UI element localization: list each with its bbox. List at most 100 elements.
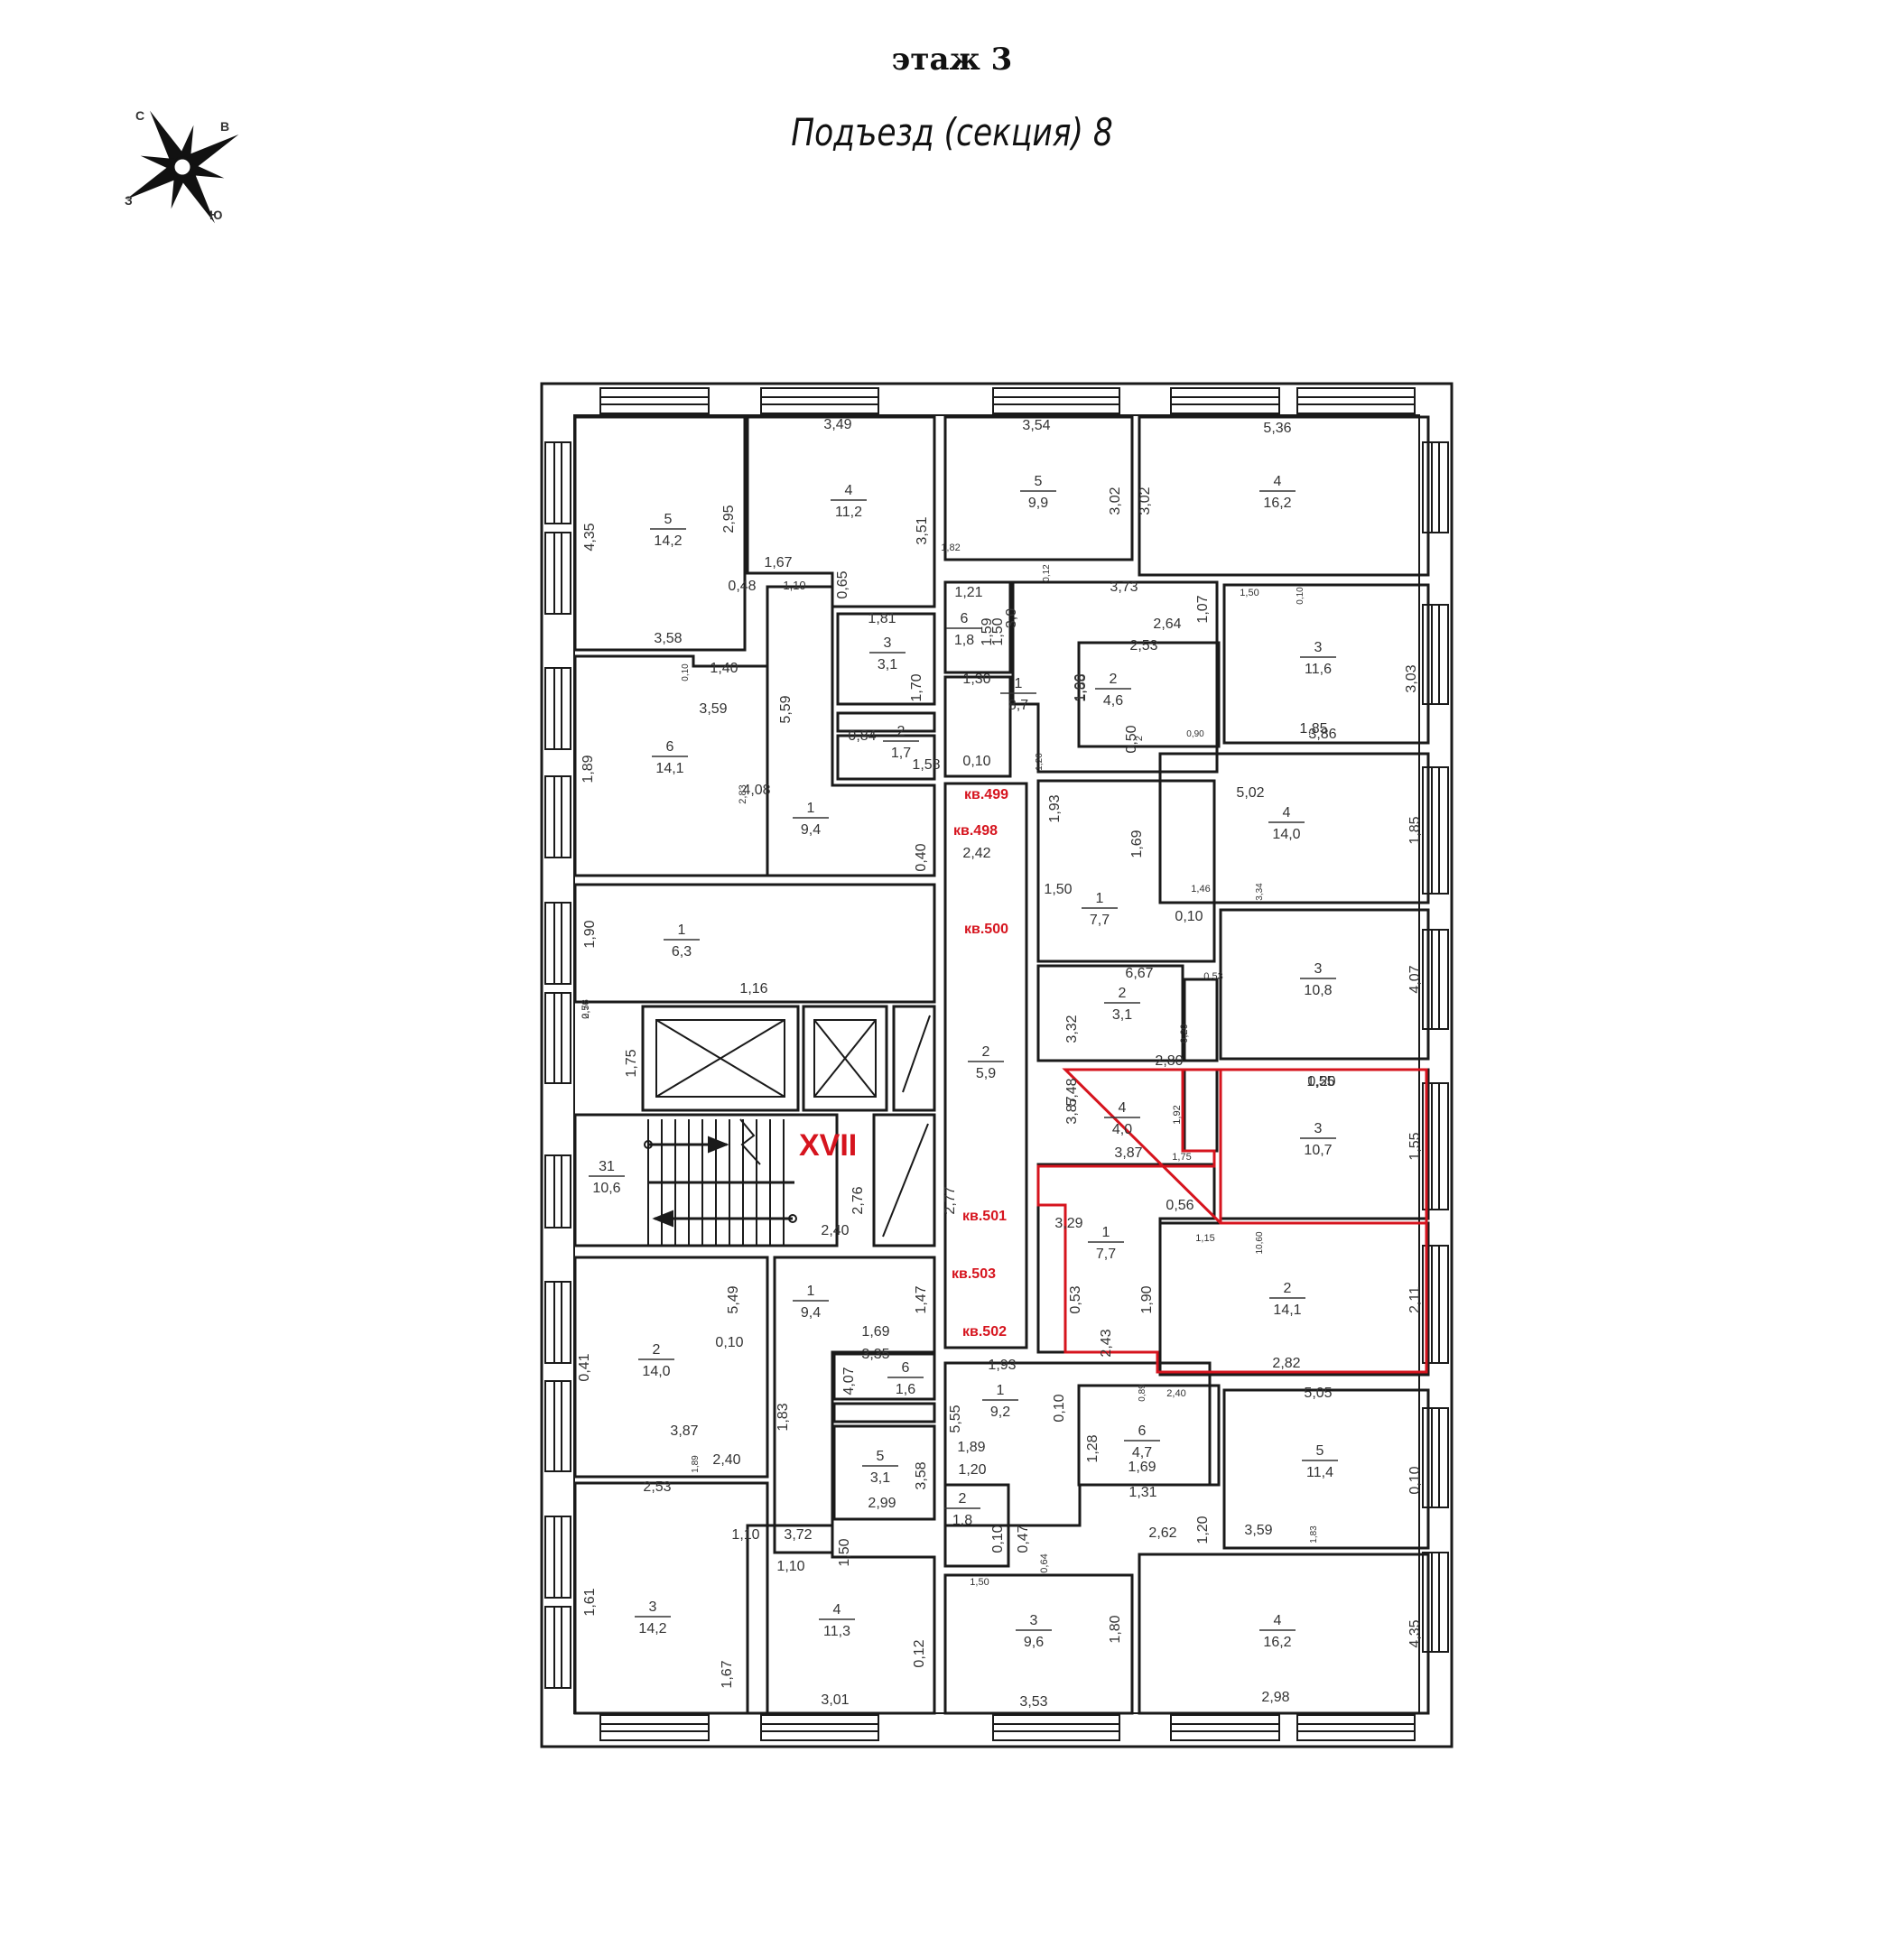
- dimension-label: 2,53: [643, 1479, 671, 1495]
- dimension-label: 5,49: [726, 1285, 741, 1313]
- room-area: 16,2: [1263, 496, 1291, 511]
- dimension-label: 5,05: [1304, 1386, 1332, 1401]
- room-label: 64,7: [1124, 1423, 1160, 1460]
- room-number: 1: [807, 801, 815, 816]
- dimension-label: 0,20: [1307, 1074, 1335, 1089]
- dimension-label: 1,10: [776, 1559, 804, 1574]
- dimension-label: 0,47: [1016, 1525, 1031, 1553]
- room-label: 614,1: [652, 739, 688, 776]
- room-area: 8,7: [1008, 698, 1028, 713]
- room-label: 59,9: [1020, 474, 1056, 511]
- dimension-label: 5,59: [778, 695, 794, 723]
- dimension-label: 0,89: [1138, 1384, 1147, 1402]
- room-number: 5: [1035, 474, 1043, 489]
- dimension-label: 3,87: [1064, 1096, 1080, 1124]
- dimension-label: 2,43: [1099, 1329, 1114, 1357]
- dimension-label: 3,35: [861, 1347, 889, 1362]
- room-label: 21,8: [944, 1491, 980, 1528]
- section-title: Подъезд (секция) 8: [791, 110, 1113, 154]
- room-label: 314,2: [635, 1599, 671, 1636]
- dimension-label: 1,58: [912, 757, 940, 773]
- room-number: 1: [1015, 676, 1023, 691]
- dimension-label: 3,02: [1108, 487, 1123, 515]
- dimension-label: 1,50: [990, 617, 1006, 645]
- room-label: 39,6: [1016, 1613, 1052, 1650]
- room-number: 3: [1030, 1613, 1038, 1628]
- room-label: 33,1: [869, 635, 906, 672]
- dimension-label: 1,55: [1407, 1132, 1423, 1160]
- dimension-label: 4,07: [841, 1367, 857, 1395]
- room-number: 4: [1274, 1613, 1282, 1628]
- dimension-label: 1,31: [1128, 1485, 1156, 1500]
- room-label: 23,1: [1104, 986, 1140, 1023]
- room-number: 1: [1102, 1225, 1110, 1240]
- dimension-label: 1,89: [957, 1440, 985, 1455]
- dimension-label: 1,75: [1172, 1152, 1191, 1163]
- dimension-label: 3,49: [823, 417, 851, 432]
- dimension-label: 0,10: [1052, 1394, 1067, 1422]
- dimension-label: 3,03: [1404, 664, 1419, 692]
- room-area: 11,3: [823, 1624, 850, 1639]
- dimension-label: 1,80: [1108, 1615, 1123, 1643]
- dimension-label: 3,86: [1308, 727, 1336, 742]
- dimension-label: 2,95: [721, 505, 737, 533]
- compass-letter-w: З: [125, 193, 133, 208]
- dimension-label: 5,55: [948, 1405, 963, 1432]
- room-label: 17,7: [1082, 891, 1118, 928]
- room-label: 18,7: [1000, 676, 1036, 713]
- dimension-label: 3,29: [1054, 1216, 1082, 1231]
- apartment-label: кв.498: [953, 823, 998, 839]
- dimension-label: 1,75: [624, 1049, 639, 1077]
- dimension-label: 0,12: [912, 1639, 927, 1667]
- dimension-label: 1,85: [1299, 721, 1327, 737]
- room-area: 14,2: [638, 1621, 666, 1636]
- dimension-label: 3,54: [1022, 418, 1050, 433]
- room-area: 14,1: [1273, 1303, 1301, 1318]
- dimension-label: 1,67: [720, 1660, 735, 1688]
- dimension-label: 0,56: [580, 999, 591, 1018]
- room-area: 10,6: [592, 1181, 620, 1196]
- dimension-label: 1,07: [1195, 595, 1211, 623]
- dimension-label: 2: [1134, 736, 1145, 741]
- dimension-label: 4,35: [1407, 1619, 1423, 1647]
- room-label: 61,8: [946, 611, 982, 648]
- compass-icon: С В Ю З: [125, 108, 239, 224]
- dimension-label: 2,99: [868, 1496, 896, 1511]
- dimension-label: 1,85: [1407, 816, 1423, 844]
- dimension-label: 5,02: [1236, 785, 1264, 801]
- dimension-label: 5,36: [1263, 421, 1291, 436]
- room-number: 5: [877, 1449, 885, 1464]
- dimension-label: 3,51: [915, 516, 930, 544]
- room-number: 3: [1314, 1121, 1323, 1136]
- dimension-label: 2,78: [580, 999, 591, 1018]
- room-number: 1: [807, 1284, 815, 1299]
- room-area: 11,2: [835, 505, 862, 520]
- room-area: 3,1: [1112, 1007, 1132, 1023]
- dimension-label: 3,01: [821, 1692, 849, 1708]
- room-area: 11,6: [1305, 662, 1332, 677]
- dimension-label: 0,48: [728, 579, 756, 594]
- room-number: 2: [897, 724, 906, 739]
- dimension-label: 2,77: [943, 1186, 958, 1214]
- room-number: 6: [1138, 1423, 1147, 1439]
- room-label: 214,1: [1269, 1281, 1305, 1318]
- dimension-label: 6,67: [1125, 966, 1153, 981]
- room-number: 1: [997, 1383, 1005, 1398]
- floor-title: этаж 3: [891, 42, 1013, 78]
- room-label: 514,2: [650, 512, 686, 549]
- room-area: 7,7: [1090, 913, 1110, 928]
- compass-letter-s: Ю: [209, 208, 222, 222]
- room-area: 4,6: [1103, 693, 1123, 709]
- dimension-label: 3,59: [1244, 1523, 1272, 1538]
- dimension-label: 2,53: [1129, 638, 1157, 654]
- elevator-shafts: [641, 1005, 936, 1112]
- room-area: 3,1: [878, 657, 897, 672]
- dimension-label: 1,93: [988, 1358, 1016, 1373]
- dimension-label: 1,83: [1309, 1525, 1319, 1544]
- room-number: 2: [653, 1342, 661, 1358]
- room-walls: [573, 415, 1430, 1715]
- room-area: 9,9: [1028, 496, 1048, 511]
- dimension-label: 1,10: [731, 1527, 759, 1543]
